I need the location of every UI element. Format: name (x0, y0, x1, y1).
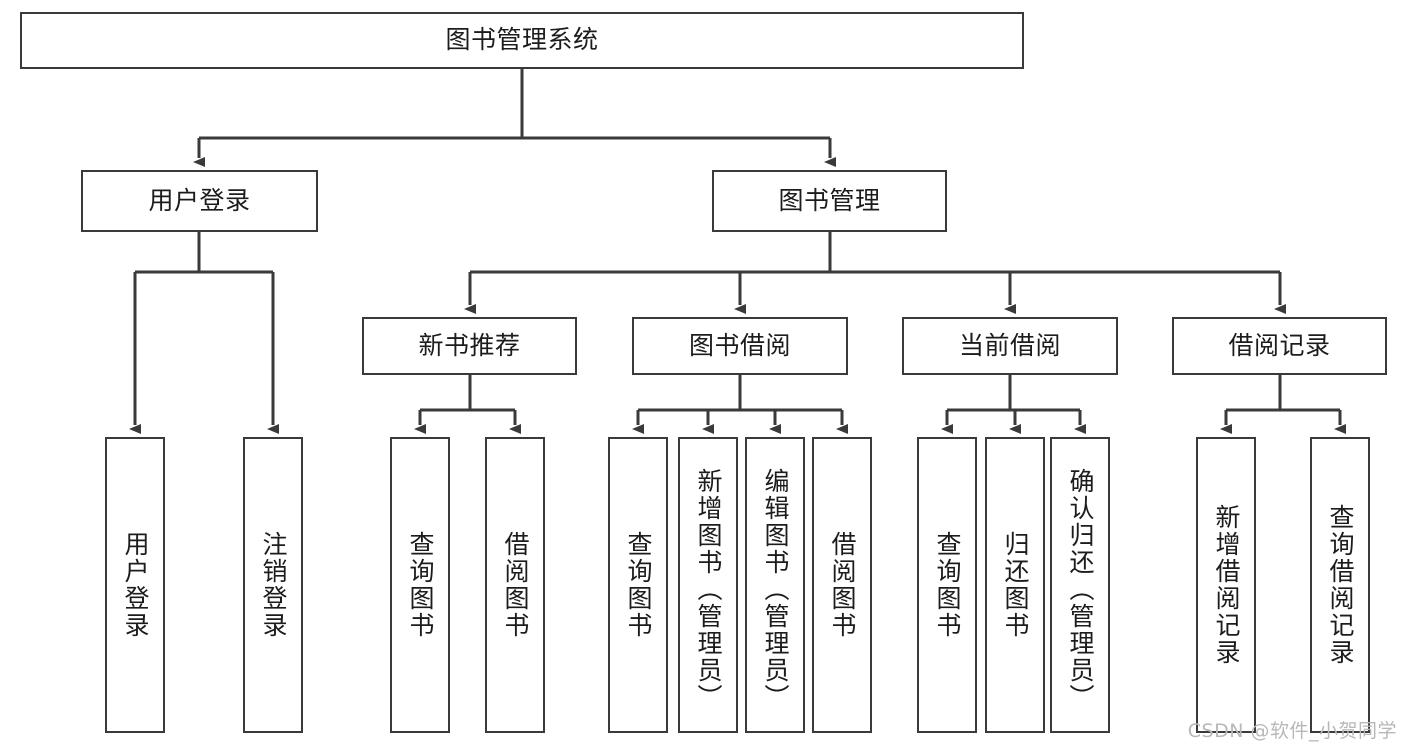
node-label: 新增借阅记录 (1212, 504, 1241, 666)
node-leaf-logout-login[interactable]: 注销登录 (243, 437, 303, 733)
node-leaf-edit-book-admin[interactable]: 编辑图书（管理员） (745, 437, 805, 733)
node-leaf-return-book[interactable]: 归还图书 (985, 437, 1045, 733)
node-leaf-query-book-1[interactable]: 查询图书 (390, 437, 450, 733)
node-label: 归还图书 (1001, 531, 1030, 639)
node-label: 当前借阅 (958, 330, 1061, 360)
node-label: 确认归还（管理员） (1066, 467, 1095, 711)
node-leaf-add-book-admin[interactable]: 新增图书（管理员） (678, 437, 738, 733)
node-label: 查询借阅记录 (1326, 504, 1355, 666)
node-book-management[interactable]: 图书管理 (712, 170, 947, 232)
node-label: 新增图书（管理员） (694, 467, 723, 711)
node-book-borrow[interactable]: 图书借阅 (632, 317, 848, 375)
node-leaf-query-book-2[interactable]: 查询图书 (608, 437, 668, 733)
node-label: 注销登录 (259, 531, 288, 639)
node-leaf-borrow-book-1[interactable]: 借阅图书 (485, 437, 545, 733)
node-label: 用户登录 (121, 531, 150, 639)
csdn-watermark: CSDN @软件_小贺同学 (1187, 720, 1397, 742)
node-leaf-borrow-book-2[interactable]: 借阅图书 (812, 437, 872, 733)
node-label: 借阅图书 (828, 531, 857, 639)
node-leaf-add-borrow-record[interactable]: 新增借阅记录 (1196, 437, 1256, 733)
node-current-borrow[interactable]: 当前借阅 (902, 317, 1118, 375)
node-label: 图书管理系统 (445, 25, 599, 55)
node-label: 借阅图书 (501, 531, 530, 639)
node-leaf-query-borrow-record[interactable]: 查询借阅记录 (1310, 437, 1370, 733)
node-label: 查询图书 (933, 531, 962, 639)
node-borrow-record[interactable]: 借阅记录 (1172, 317, 1387, 375)
node-label: 查询图书 (406, 531, 435, 639)
node-leaf-confirm-return-admin[interactable]: 确认归还（管理员） (1050, 437, 1110, 733)
node-label: 用户登录 (148, 185, 251, 215)
node-user-login[interactable]: 用户登录 (81, 170, 318, 232)
node-new-book-recommend[interactable]: 新书推荐 (362, 317, 577, 375)
node-system-root[interactable]: 图书管理系统 (20, 12, 1024, 69)
node-label: 新书推荐 (418, 330, 521, 360)
node-label: 借阅记录 (1228, 330, 1331, 360)
node-leaf-user-login[interactable]: 用户登录 (105, 437, 165, 733)
node-leaf-query-book-3[interactable]: 查询图书 (917, 437, 977, 733)
node-label: 编辑图书（管理员） (761, 467, 790, 711)
node-label: 图书管理 (778, 185, 881, 215)
node-label: 图书借阅 (688, 330, 791, 360)
node-label: 查询图书 (624, 531, 653, 639)
